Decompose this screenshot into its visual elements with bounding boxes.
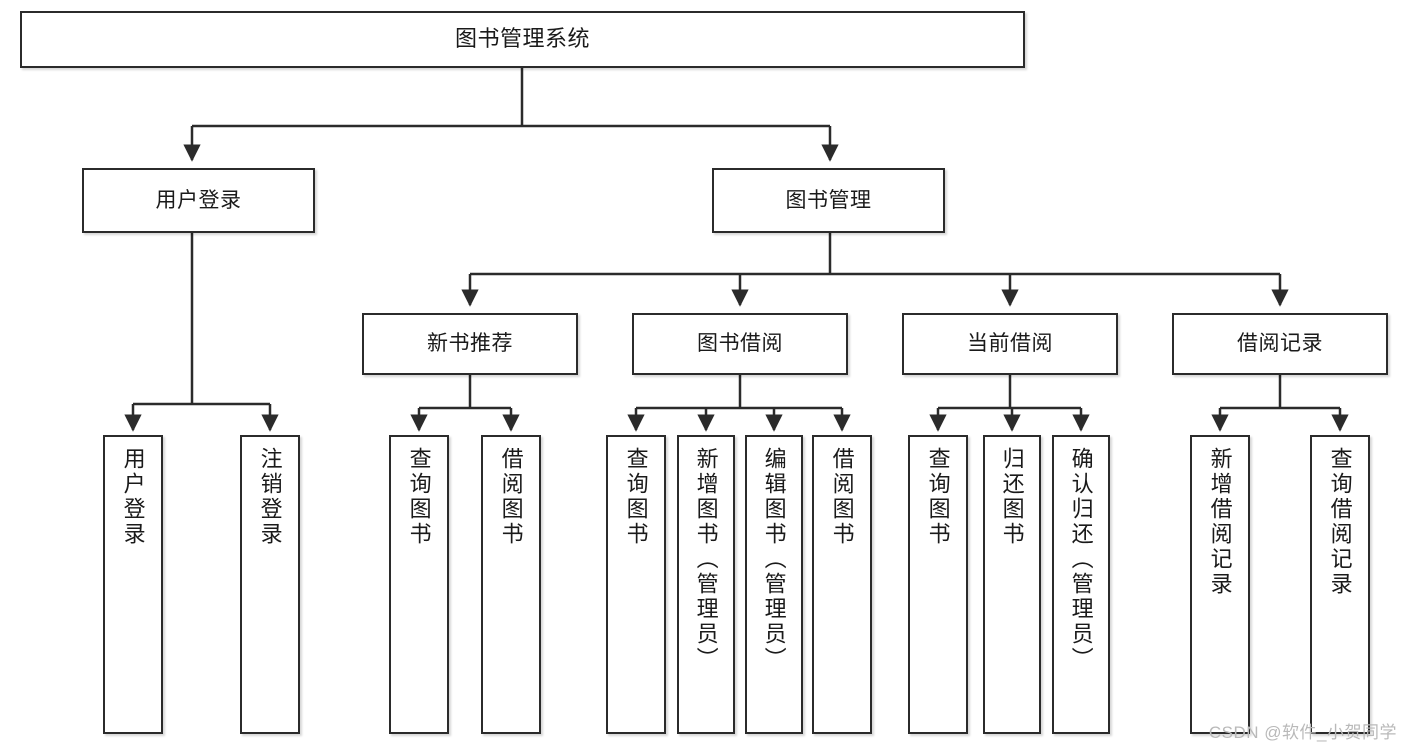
node-leaf-user-login[interactable]: 用户登录	[103, 435, 163, 734]
node-root[interactable]: 图书管理系统	[20, 11, 1025, 68]
node-leaf-borrow-book-2-label: 借阅图书	[829, 447, 855, 547]
node-leaf-query-book-3[interactable]: 查询图书	[908, 435, 968, 734]
node-book-borrow-label: 图书借阅	[697, 332, 783, 356]
node-current-borrow-label: 当前借阅	[967, 332, 1053, 356]
node-leaf-query-record[interactable]: 查询借阅记录	[1310, 435, 1370, 734]
node-leaf-query-book-2-label: 查询图书	[623, 447, 649, 547]
node-leaf-borrow-book-1[interactable]: 借阅图书	[481, 435, 541, 734]
node-new-book-recommend-label: 新书推荐	[427, 332, 513, 356]
node-leaf-confirm-return-label: 确认归还（管理员）	[1068, 447, 1094, 672]
node-leaf-return-book-label: 归还图书	[999, 447, 1025, 547]
node-leaf-return-book[interactable]: 归还图书	[983, 435, 1041, 734]
node-leaf-edit-book[interactable]: 编辑图书（管理员）	[745, 435, 803, 734]
node-leaf-query-book-1[interactable]: 查询图书	[389, 435, 449, 734]
node-leaf-query-record-label: 查询借阅记录	[1327, 447, 1353, 597]
node-leaf-add-record[interactable]: 新增借阅记录	[1190, 435, 1250, 734]
node-borrow-record-label: 借阅记录	[1237, 332, 1323, 356]
node-leaf-user-logout[interactable]: 注销登录	[240, 435, 300, 734]
node-leaf-edit-book-label: 编辑图书（管理员）	[761, 447, 787, 672]
watermark: CSDN @软件_小贺同学	[1208, 723, 1397, 742]
node-leaf-borrow-book-1-label: 借阅图书	[498, 447, 524, 547]
node-leaf-confirm-return[interactable]: 确认归还（管理员）	[1052, 435, 1110, 734]
node-book-manage[interactable]: 图书管理	[712, 168, 945, 233]
node-leaf-add-record-label: 新增借阅记录	[1207, 447, 1233, 597]
node-book-borrow[interactable]: 图书借阅	[632, 313, 848, 375]
node-new-book-recommend[interactable]: 新书推荐	[362, 313, 578, 375]
node-leaf-query-book-3-label: 查询图书	[925, 447, 951, 547]
node-leaf-user-logout-label: 注销登录	[257, 447, 283, 547]
node-leaf-query-book-1-label: 查询图书	[406, 447, 432, 547]
node-leaf-add-book[interactable]: 新增图书（管理员）	[677, 435, 735, 734]
node-leaf-query-book-2[interactable]: 查询图书	[606, 435, 666, 734]
node-borrow-record[interactable]: 借阅记录	[1172, 313, 1388, 375]
node-user-login[interactable]: 用户登录	[82, 168, 315, 233]
node-user-login-label: 用户登录	[155, 188, 242, 212]
node-current-borrow[interactable]: 当前借阅	[902, 313, 1118, 375]
node-book-manage-label: 图书管理	[785, 188, 872, 212]
node-leaf-add-book-label: 新增图书（管理员）	[693, 447, 719, 672]
node-root-label: 图书管理系统	[454, 26, 590, 52]
node-leaf-user-login-label: 用户登录	[120, 447, 146, 547]
node-leaf-borrow-book-2[interactable]: 借阅图书	[812, 435, 872, 734]
